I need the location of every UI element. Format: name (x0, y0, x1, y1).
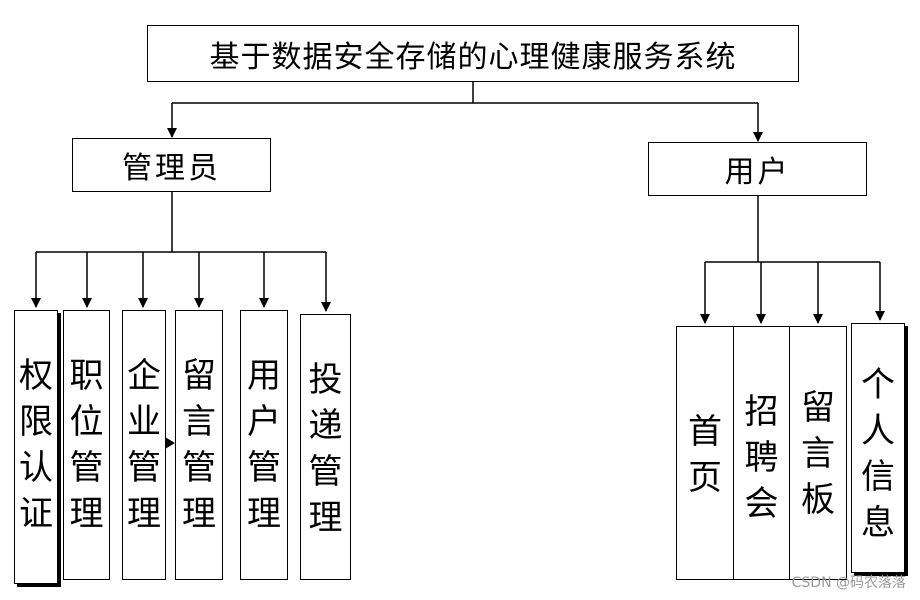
leaf-home: 首页 (676, 326, 734, 580)
user-node: 用户 (648, 142, 867, 196)
leaf-message-management-label: 留言管理 (182, 356, 216, 534)
leaf-home-label: 首页 (688, 412, 722, 498)
leaf-message-board: 留言板 (789, 326, 847, 580)
leaf-message-board-label: 留言板 (801, 388, 835, 520)
watermark-text: CSDN @码农落落 (791, 575, 906, 591)
leaf-delivery-management: 投递管理 (300, 314, 351, 580)
leaf-user-management: 用户管理 (240, 310, 288, 580)
leaf-job-management-label: 职位管理 (69, 356, 104, 534)
leaf-job-management: 职位管理 (63, 310, 110, 580)
leaf-auth-label: 权限认证 (19, 356, 53, 534)
leaf-job-fair-label: 招聘会 (744, 392, 779, 524)
leaf-delivery-management-label: 投递管理 (308, 360, 343, 538)
leaf-user-management-label: 用户管理 (247, 356, 281, 534)
leaf-company-management-label: 企业管理 (127, 356, 161, 534)
leaf-profile: 个人信息 (851, 323, 905, 573)
leaf-company-management: 企业管理 (122, 310, 166, 580)
leaf-message-management: 留言管理 (175, 310, 223, 580)
leaf-auth: 权限认证 (14, 310, 58, 584)
admin-node: 管理员 (72, 138, 271, 192)
root-node: 基于数据安全存储的心理健康服务系统 (147, 25, 799, 82)
leaf-profile-label: 个人信息 (861, 365, 895, 543)
leaf-job-fair: 招聘会 (733, 326, 790, 580)
stray-arrowhead (165, 437, 175, 449)
